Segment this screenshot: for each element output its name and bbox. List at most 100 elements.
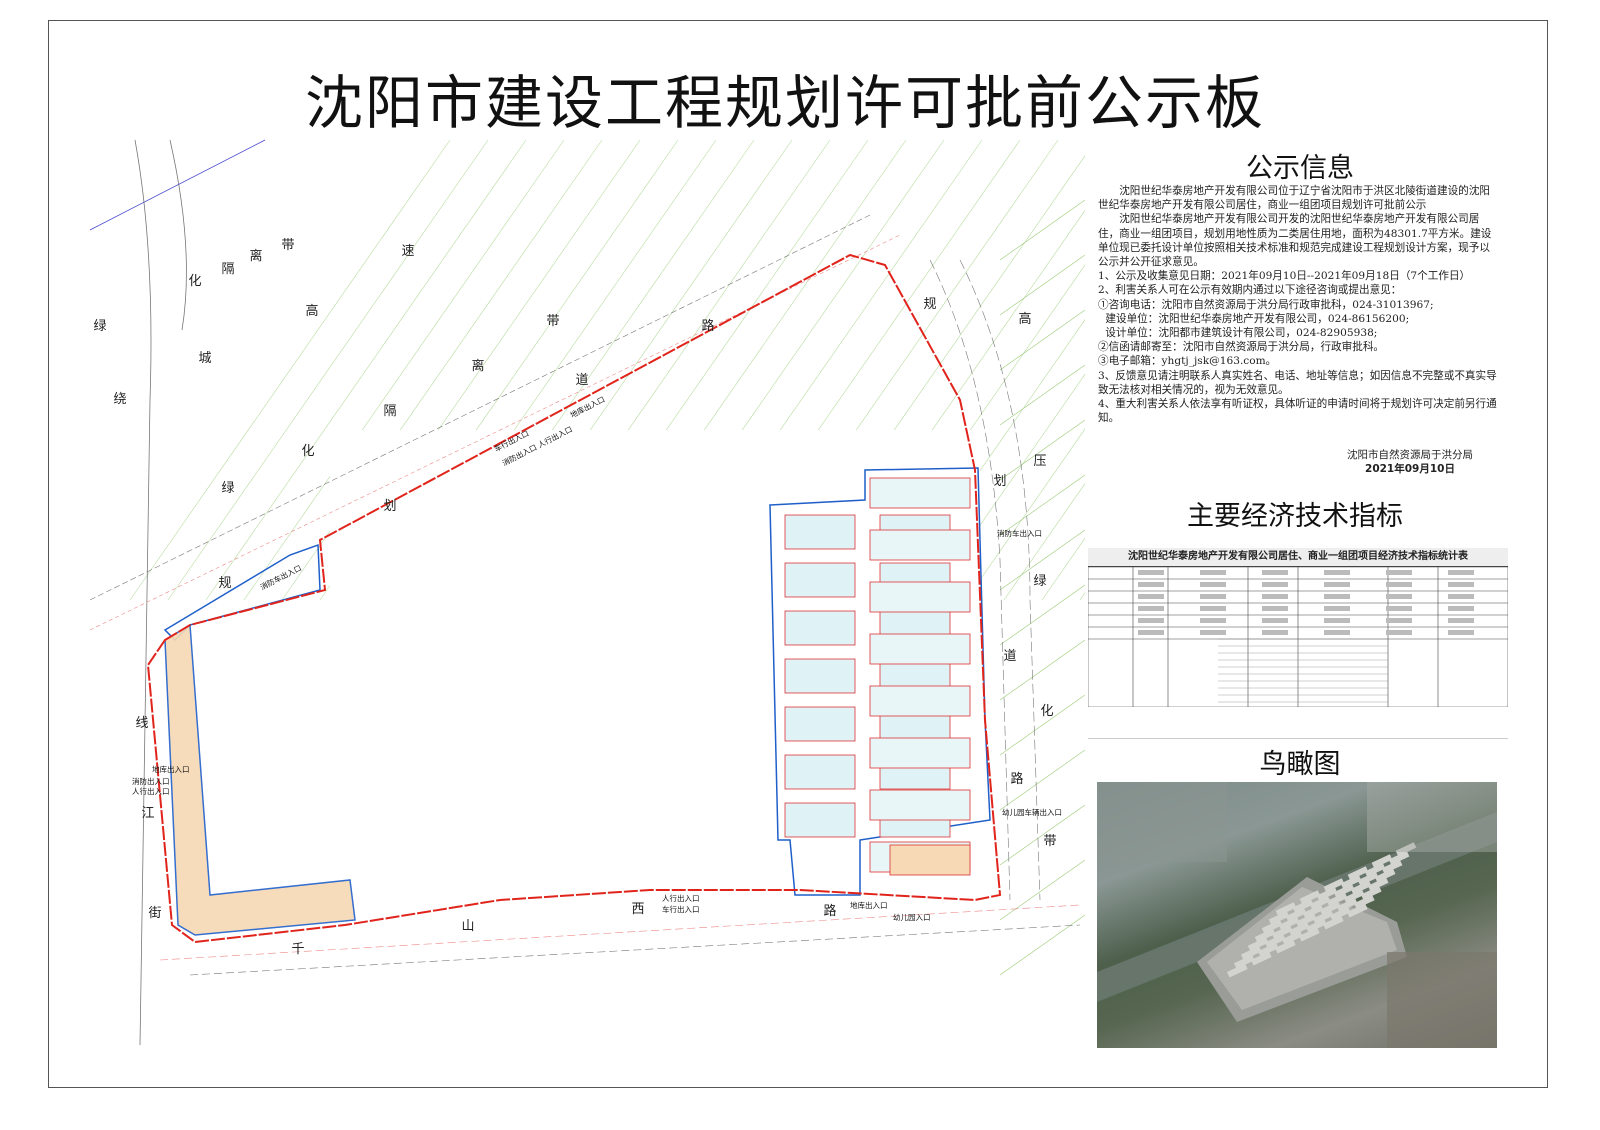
residential-building bbox=[869, 529, 971, 561]
notice-contact: 建设单位：沈阳世纪华泰房地产开发有限公司，024-86156200; bbox=[1105, 312, 1410, 325]
notice-signature-block: 沈阳市自然资源局于洪分局 2021年09月10日 bbox=[1330, 448, 1490, 476]
greenbelt-hatch bbox=[999, 199, 1085, 261]
notice-signature: 沈阳市自然资源局于洪分局 bbox=[1347, 449, 1473, 461]
road-centerline bbox=[959, 259, 1041, 901]
aerial-building bbox=[1323, 878, 1345, 893]
table-cell-text bbox=[1138, 570, 1164, 575]
greenbelt-hatch bbox=[205, 139, 527, 601]
aerial-building bbox=[1240, 946, 1262, 960]
road-name-char: 离 bbox=[471, 358, 484, 374]
table-cell-text bbox=[1386, 570, 1412, 575]
greenbelt-hatch bbox=[999, 749, 1085, 811]
notice-item: 1、公示及收集意见日期：2021年09月10日--2021年09月18日（7个工… bbox=[1098, 270, 1471, 283]
table-cell-text bbox=[1324, 630, 1350, 635]
residential-building bbox=[784, 706, 856, 742]
road-name-char: 化 bbox=[301, 444, 314, 459]
aerial-building bbox=[1319, 901, 1341, 916]
road-name-char: 规 bbox=[218, 576, 231, 591]
aerial-building bbox=[1329, 906, 1351, 921]
entrance-label: 幼儿园车辆出入口 bbox=[1002, 807, 1062, 817]
road-name-char: 西 bbox=[631, 902, 644, 917]
table-cell-text bbox=[1448, 618, 1474, 623]
notice-paragraph: 沈阳世纪华泰房地产开发有限公司开发的沈阳世纪华泰房地产开发有限公司居住，商业一组… bbox=[1098, 213, 1492, 269]
road-name-char: 山 bbox=[461, 919, 474, 934]
notice-item: 4、重大利害关系人依法享有听证权，具体听证的申请时间将于规划许可决定前另行通知。 bbox=[1098, 398, 1497, 425]
aerial-building bbox=[1254, 928, 1276, 943]
residential-building bbox=[784, 658, 856, 694]
aerial-building bbox=[1360, 886, 1382, 900]
table-cell-text bbox=[1138, 594, 1164, 599]
residential-building bbox=[869, 581, 971, 613]
commercial-parcel-west bbox=[164, 623, 356, 936]
residential-building bbox=[784, 754, 856, 790]
entrance-label: 地库出入口 bbox=[568, 394, 606, 420]
road-name-char: 路 bbox=[1010, 771, 1023, 787]
road-name-char: 离 bbox=[249, 248, 262, 264]
greenbelt-hatch bbox=[999, 419, 1085, 481]
notice-text: 沈阳世纪华泰房地产开发有限公司位于辽宁省沈阳市于洪区北陵街道建设的沈阳世纪华泰房… bbox=[1098, 184, 1500, 425]
notice-item: 3、反馈意见请注明联系人真实姓名、电话、地址等信息；如因信息不完整或不真实导致无… bbox=[1098, 369, 1497, 396]
aerial-building bbox=[1367, 877, 1389, 892]
aerial-building bbox=[1388, 851, 1410, 865]
road-centerline bbox=[189, 924, 1081, 976]
road-name-char: 江 bbox=[141, 806, 154, 821]
road-name-char: 压 bbox=[1033, 454, 1046, 469]
aerial-building bbox=[1312, 910, 1334, 924]
aerial-building bbox=[1343, 889, 1365, 904]
road-name-char: 路 bbox=[701, 318, 714, 334]
road-name-char: 带 bbox=[281, 238, 294, 253]
aerial-building bbox=[1340, 875, 1362, 889]
table-cell-text bbox=[1324, 606, 1350, 611]
aerial-building bbox=[1374, 868, 1396, 883]
entrance-label: 车行出入口 bbox=[662, 904, 700, 914]
greenbelt-hatch bbox=[999, 804, 1085, 866]
table-cell-text bbox=[1138, 630, 1164, 635]
aerial-building bbox=[1323, 915, 1344, 930]
entrance-label: 幼儿园入口 bbox=[893, 912, 931, 922]
aerial-building bbox=[1347, 903, 1368, 918]
aerial-building bbox=[1305, 918, 1327, 933]
entrance-label: 消防出入口 bbox=[132, 776, 170, 786]
road-name-char: 绿 bbox=[93, 319, 106, 334]
aerial-building bbox=[1227, 963, 1248, 978]
road-edge bbox=[89, 139, 266, 231]
greenbelt-hatch bbox=[999, 584, 1085, 646]
entrance-label: 地库出入口 bbox=[152, 764, 190, 774]
entrance-label: 人行出入口 bbox=[662, 893, 700, 903]
greenbelt-hatch bbox=[999, 529, 1085, 591]
table-cell-text bbox=[1324, 618, 1350, 623]
aerial-building bbox=[1302, 904, 1324, 919]
aerial-building bbox=[1299, 927, 1320, 942]
aerial-building bbox=[1257, 942, 1279, 957]
aerial-building bbox=[1233, 954, 1255, 969]
aerial-building bbox=[1326, 892, 1348, 907]
greenbelt-hatch bbox=[999, 859, 1085, 921]
greenbelt-hatch bbox=[999, 364, 1085, 426]
site-red-boundary bbox=[146, 253, 1002, 944]
road-redline bbox=[159, 904, 1081, 961]
road-name-char: 划 bbox=[383, 499, 396, 514]
road-edge bbox=[169, 139, 187, 331]
residential-building bbox=[784, 562, 856, 598]
road-name-char: 规 bbox=[923, 297, 936, 312]
notice-item: 2、利害关系人可在公示有效期内通过以下途径咨询或提出意见： bbox=[1098, 284, 1402, 297]
road-name-char: 绕 bbox=[113, 392, 126, 407]
table-cell-text bbox=[1262, 630, 1288, 635]
entrance-label: 人行出入口 bbox=[132, 786, 170, 796]
greenbelt-hatch bbox=[999, 694, 1085, 756]
table-cell-text bbox=[1386, 582, 1412, 587]
road-name-char: 高 bbox=[305, 303, 318, 319]
greenbelt-hatch bbox=[999, 639, 1085, 701]
aerial-building bbox=[1299, 890, 1321, 905]
table-cell-text bbox=[1262, 618, 1288, 623]
residential-building bbox=[869, 737, 971, 769]
aerial-building bbox=[1333, 883, 1355, 898]
road-name-char: 街 bbox=[148, 906, 161, 921]
aerial-building bbox=[1275, 902, 1297, 917]
residential-building bbox=[869, 633, 971, 665]
road-name-char: 线 bbox=[135, 716, 148, 731]
table-cell-text bbox=[1324, 594, 1350, 599]
greenbelt-hatch bbox=[167, 139, 489, 601]
aerial-building bbox=[1347, 866, 1369, 881]
aerial-building bbox=[1285, 907, 1307, 922]
